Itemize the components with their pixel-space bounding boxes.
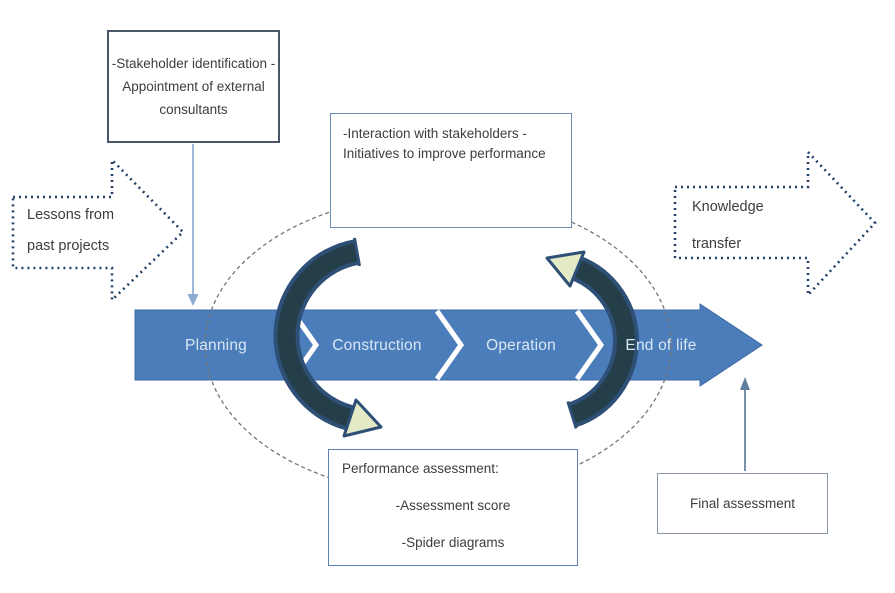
knowledge-arrow-shape [673, 148, 877, 299]
final-assessment-label: Final assessment [689, 496, 796, 511]
stakeholder-connector-arrow [187, 144, 199, 306]
cycle-arrow-right-icon [545, 250, 639, 429]
phase-chevron-2 [434, 309, 465, 381]
stakeholder-identification-text: -Stakeholder identification -Appointment… [111, 56, 276, 117]
phase-label-construction: Construction [332, 337, 422, 354]
lessons-from-past-projects-label: Lessons from past projects [27, 207, 115, 254]
cycle-arrow-left-icon [273, 237, 383, 438]
performance-item-spider-diagrams: -Spider diagrams [401, 535, 505, 550]
stakeholder-identification-box: -Stakeholder identification -Appointment… [107, 30, 280, 143]
knowledge-transfer-label: Knowledge transfer [692, 199, 764, 252]
performance-item-assessment-score: -Assessment score [395, 498, 511, 513]
phase-chevron-3 [574, 309, 605, 381]
performance-assessment-box: Performance assessment: -Assessment scor… [328, 449, 578, 566]
performance-title: Performance assessment: [342, 461, 499, 476]
final-connector-arrow [740, 377, 750, 471]
phase-label-planning: Planning [185, 337, 247, 354]
interaction-box: -Interaction with stakeholders -Initiati… [330, 113, 572, 228]
final-assessment-box: Final assessment [657, 473, 828, 534]
interaction-text: -Interaction with stakeholders -Initiati… [343, 126, 546, 161]
phase-label-end-of-life: End of life [625, 337, 697, 354]
phase-label-operation: Operation [486, 337, 556, 354]
